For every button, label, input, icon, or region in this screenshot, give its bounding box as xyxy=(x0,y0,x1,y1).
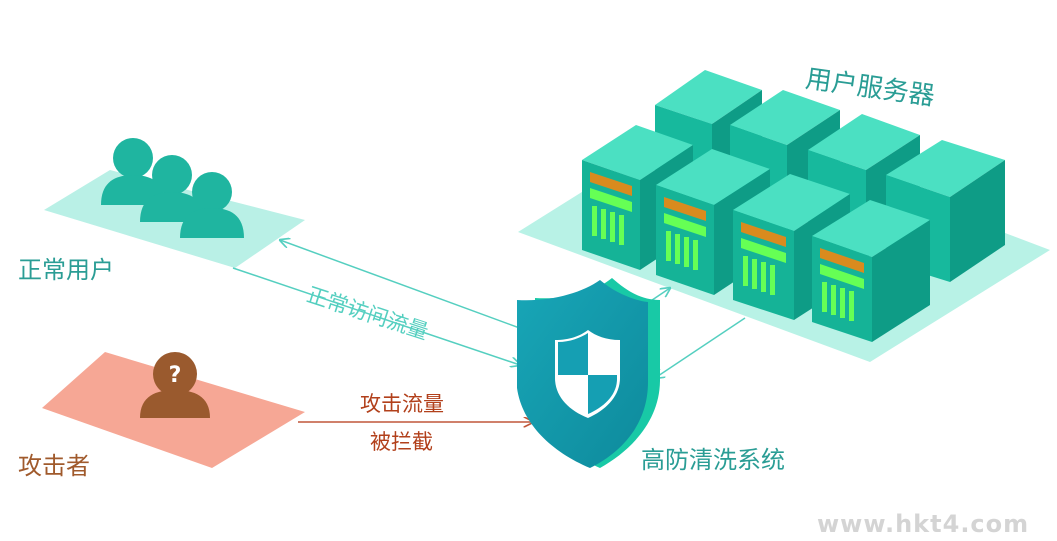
normal-users-group xyxy=(44,138,305,268)
watermark: www.hkt4.com xyxy=(817,510,1030,538)
shield-icon xyxy=(517,278,660,468)
people-icon xyxy=(101,138,244,238)
normal-users-label: 正常用户 xyxy=(18,256,114,284)
servers-group xyxy=(518,70,1050,362)
shield-emblem xyxy=(555,330,620,418)
svg-text:?: ? xyxy=(169,363,182,388)
blocked-label: 被拦截 xyxy=(370,430,433,454)
normal-traffic-arrow xyxy=(232,240,526,365)
protection-system-label: 高防清洗系统 xyxy=(641,446,785,474)
attacker-group: ? xyxy=(42,352,305,468)
attack-traffic-label: 攻击流量 xyxy=(360,392,444,416)
question-person-icon: ? xyxy=(140,352,210,418)
server-rack-icon xyxy=(812,200,930,342)
attacker-label: 攻击者 xyxy=(18,452,90,480)
